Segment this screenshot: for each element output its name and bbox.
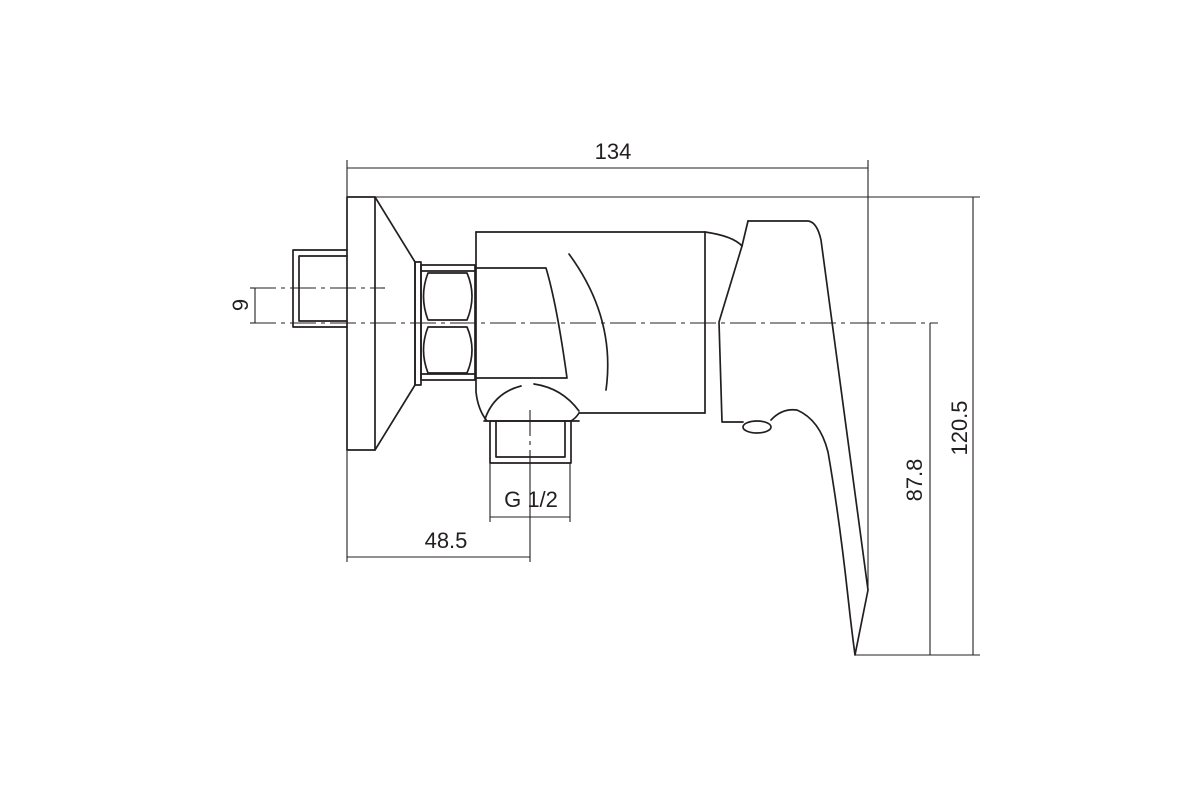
mixer-body-left-edge (475, 231, 488, 422)
dimension-overall-width: 134 (346, 139, 869, 590)
centerlines (250, 287, 938, 470)
mixer-body-right-lip (533, 383, 580, 412)
dimension-eccentric-offset: 9 (228, 288, 256, 323)
label-outlet-thread: G 1/2 (504, 487, 558, 512)
mixer-body-top-corner (704, 231, 743, 247)
label-overall-height: 120.5 (947, 400, 972, 455)
mixer-body-left-lip (484, 385, 522, 420)
label-axis-height: 87.8 (902, 459, 927, 502)
lever-handle-front-edge (718, 220, 749, 423)
mixer-body-outlet-fillet (570, 412, 580, 422)
label-eccentric-offset: 9 (228, 299, 253, 311)
label-outlet-distance: 48.5 (425, 528, 468, 553)
hex-nut-lower-face (422, 326, 473, 374)
label-overall-width: 134 (595, 139, 632, 164)
mixer-body (475, 231, 743, 422)
lever-handle-pin (742, 420, 772, 434)
mixer-body-contour-arc (568, 253, 609, 391)
dimension-overall-height: 120.5 (375, 196, 980, 656)
dimension-outlet-distance: 48.5 (346, 450, 531, 562)
lever-handle-outline (747, 220, 869, 656)
outlet-nipple (483, 420, 580, 464)
dimension-axis-height: 87.8 (902, 323, 931, 655)
mixer-body-front-facet (475, 267, 568, 379)
lever-handle (718, 220, 869, 656)
hex-nut-upper-face (422, 272, 473, 321)
dimension-outlet-thread: G 1/2 (489, 463, 571, 522)
